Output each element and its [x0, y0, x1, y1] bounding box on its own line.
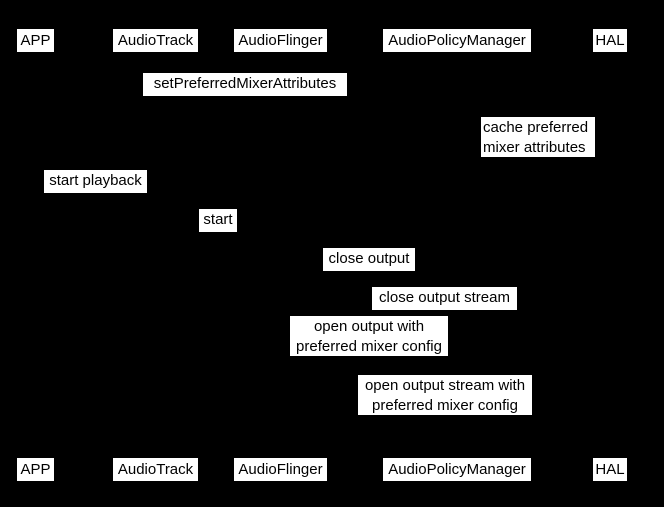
participant-audiotrack-top[interactable]: AudioTrack [113, 29, 198, 52]
msg-start[interactable]: start [199, 209, 237, 232]
participant-audioflinger-top[interactable]: AudioFlinger [234, 29, 327, 52]
msg-close-output-stream[interactable]: close output stream [372, 287, 517, 310]
participant-audiopolicymanager-bottom[interactable]: AudioPolicyManager [383, 458, 531, 481]
participant-audiotrack-bottom[interactable]: AudioTrack [113, 458, 198, 481]
lifeline-audiopolicymanager [457, 51, 458, 458]
lifeline-audiotrack [155, 51, 156, 458]
participant-hal-bottom[interactable]: HAL [593, 458, 627, 481]
msg-open-output-with-preferred-mixer-config[interactable]: open output with preferred mixer config [290, 316, 448, 356]
lifeline-app [35, 51, 36, 458]
participant-app-bottom[interactable]: APP [17, 458, 54, 481]
msg-start-playback[interactable]: start playback [44, 170, 147, 193]
participant-audioflinger-bottom[interactable]: AudioFlinger [234, 458, 327, 481]
msg-open-output-stream-with-preferred-mixer-config[interactable]: open output stream with preferred mixer … [358, 375, 532, 415]
msg-set-preferred-mixer-attributes[interactable]: setPreferredMixerAttributes [143, 73, 347, 96]
msg-cache-preferred-mixer-attributes[interactable]: cache preferred mixer attributes [481, 117, 595, 157]
participant-audiopolicymanager-top[interactable]: AudioPolicyManager [383, 29, 531, 52]
msg-close-output[interactable]: close output [323, 248, 415, 271]
lifeline-audioflinger [280, 51, 281, 458]
participant-app-top[interactable]: APP [17, 29, 54, 52]
participant-hal-top[interactable]: HAL [593, 29, 627, 52]
lifeline-hal [610, 51, 611, 458]
